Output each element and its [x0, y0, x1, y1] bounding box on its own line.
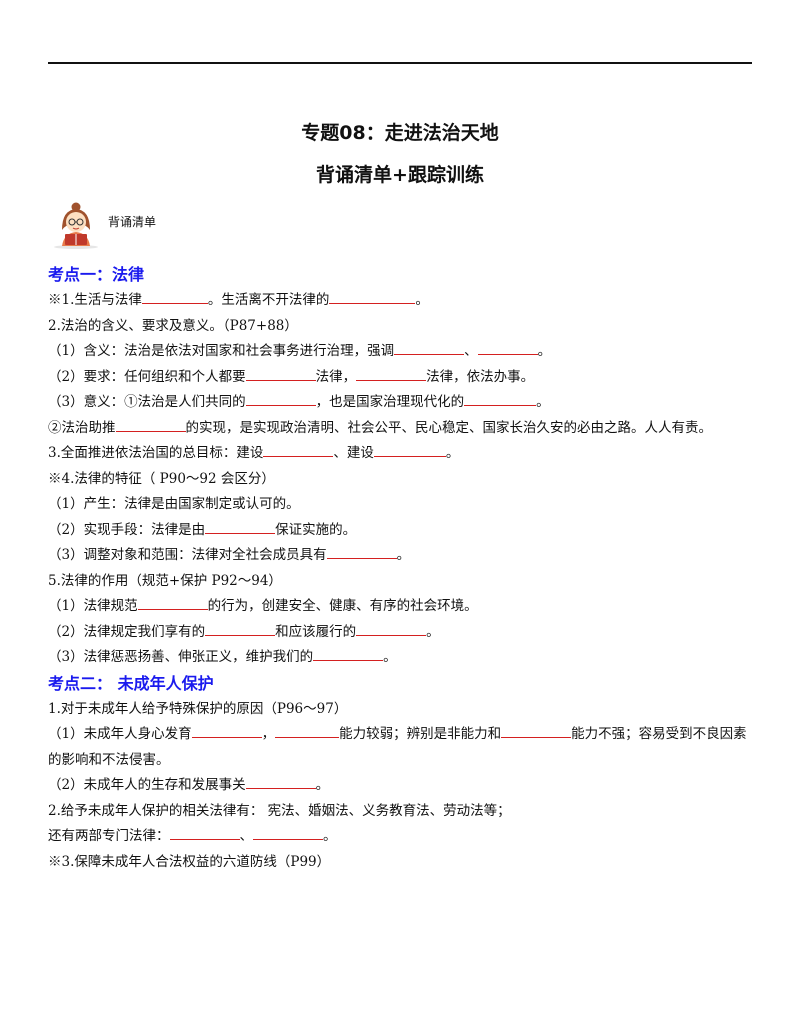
- fill-blank[interactable]: [245, 776, 316, 789]
- fill-blank[interactable]: [373, 444, 446, 457]
- item-8: ※3.保障未成年人合法权益的六道防线（P99）: [48, 853, 331, 870]
- top-rule: [48, 62, 752, 64]
- fill-blank[interactable]: [205, 521, 276, 534]
- fill-blank[interactable]: [356, 368, 427, 381]
- item-1: ※1.生活与法律。生活离不开法律的。: [48, 291, 429, 308]
- item-5-2: （2）法律规定我们享有的和应该履行的。: [48, 623, 440, 640]
- item-7-cont: 还有两部专门法律：、。: [48, 827, 337, 844]
- fill-blank[interactable]: [326, 546, 397, 559]
- item-5: 5.法律的作用（规范+保护 P92～94）: [48, 572, 282, 589]
- fill-blank[interactable]: [137, 597, 208, 610]
- content: 考点一：法律 ※1.生活与法律。生活离不开法律的。 2.法治的含义、要求及意义。…: [48, 262, 752, 875]
- item-4: ※4.法律的特征（ P90～92 会区分）: [48, 470, 275, 487]
- fill-blank[interactable]: [394, 342, 465, 355]
- fill-blank[interactable]: [115, 419, 186, 432]
- item-5-3: （3）法律惩恶扬善、伸张正义，维护我们的。: [48, 648, 397, 665]
- item-2: 2.法治的含义、要求及意义。（P87+88）: [48, 317, 298, 334]
- item-4-1: （1）产生：法律是由国家制定或认可的。: [48, 496, 300, 512]
- fill-blank[interactable]: [205, 623, 276, 636]
- fill-blank[interactable]: [253, 827, 323, 840]
- fill-blank[interactable]: [501, 725, 572, 738]
- fill-blank[interactable]: [141, 291, 208, 304]
- section-heading-minor-protection: 考点二： 未成年人保护: [48, 673, 214, 693]
- fill-blank[interactable]: [329, 291, 416, 304]
- fill-blank[interactable]: [313, 648, 384, 661]
- item-2-3: （3）意义：①法治是人们共同的，也是国家治理现代化的。: [48, 393, 550, 410]
- item-6: 1.对于未成年人给予特殊保护的原因（P96～97）: [48, 700, 348, 717]
- item-2-3-cont: ②法治助推的实现，是实现政治清明、社会公平、民心稳定、国家长治久安的必由之路。人…: [48, 419, 712, 436]
- fill-blank[interactable]: [464, 393, 537, 406]
- fill-blank[interactable]: [245, 368, 316, 381]
- fill-blank[interactable]: [169, 827, 240, 840]
- fill-blank[interactable]: [275, 725, 340, 738]
- item-2-2: （2）要求：任何组织和个人都要法律，法律，依法办事。: [48, 368, 535, 385]
- recitation-badge: 背诵清单: [48, 200, 156, 250]
- fill-blank[interactable]: [477, 342, 538, 355]
- item-6-1: （1）未成年人身心发育，能力较弱；辨别是非能力和能力不强；容易受到不良因素的影响…: [48, 725, 747, 768]
- fill-blank[interactable]: [263, 444, 334, 457]
- girl-reading-icon: [54, 202, 98, 249]
- item-3: 3.全面推进依法治国的总目标：建设、建设。: [48, 444, 460, 461]
- badge-label: 背诵清单: [108, 215, 157, 229]
- item-2-1: （1）含义：法治是依法对国家和社会事务进行治理，强调、。: [48, 342, 552, 359]
- fill-blank[interactable]: [356, 623, 427, 636]
- item-4-3: （3）调整对象和范围：法律对全社会成员具有。: [48, 546, 411, 563]
- item-4-2: （2）实现手段：法律是由保证实施的。: [48, 521, 357, 538]
- item-5-1: （1）法律规范的行为，创建安全、健康、有序的社会环境。: [48, 597, 478, 614]
- page-subtitle: 背诵清单+跟踪训练: [316, 164, 484, 186]
- fill-blank[interactable]: [191, 725, 262, 738]
- page-title: 专题08：走进法治天地: [301, 122, 499, 144]
- item-6-2: （2）未成年人的生存和发展事关。: [48, 776, 330, 793]
- fill-blank[interactable]: [245, 393, 316, 406]
- section-heading-law: 考点一：法律: [48, 265, 145, 284]
- item-7: 2.给予未成年人保护的相关法律有： 宪法、婚姻法、义务教育法、劳动法等；: [48, 802, 511, 819]
